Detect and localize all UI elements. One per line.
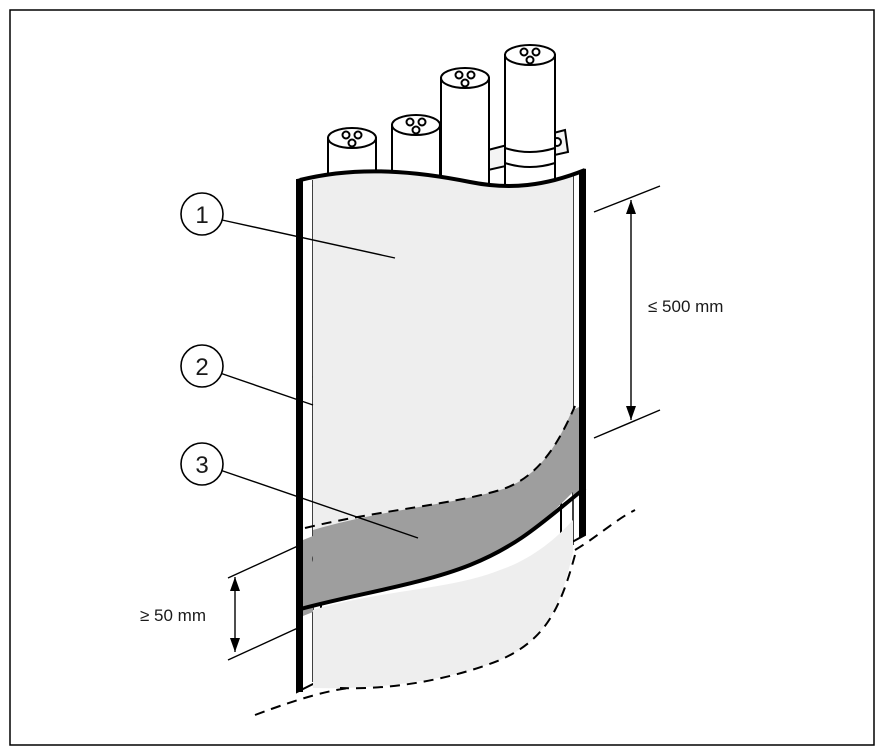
left-rail-overlap-zone	[303, 536, 313, 616]
dimension-overlap-label: ≥ 50 mm	[140, 606, 206, 625]
callout-1-number: 1	[195, 202, 208, 229]
diagram-border	[9, 9, 875, 746]
right-rail-overlap-zone	[573, 407, 579, 496]
callout-2-number: 2	[195, 354, 208, 381]
upper-sheet-bottom-edge	[296, 486, 587, 612]
cable-4	[504, 44, 556, 186]
callout-3: 3	[180, 442, 419, 539]
dimension-overlap	[227, 544, 301, 661]
callout-2: 2	[180, 344, 314, 406]
bottom-cut-line	[254, 687, 351, 716]
dimension-top-spacing	[593, 185, 661, 439]
callout-3-number: 3	[195, 452, 208, 479]
right-cut-line	[574, 509, 636, 551]
lower-sheet	[313, 520, 573, 689]
dimension-top-spacing-label: ≤ 500 mm	[648, 297, 723, 316]
callout-1: 1	[180, 192, 396, 259]
upper-sheet-top-edge	[299, 168, 586, 188]
overlap-zone	[313, 408, 573, 606]
hidden-sheet-edge	[304, 405, 576, 529]
